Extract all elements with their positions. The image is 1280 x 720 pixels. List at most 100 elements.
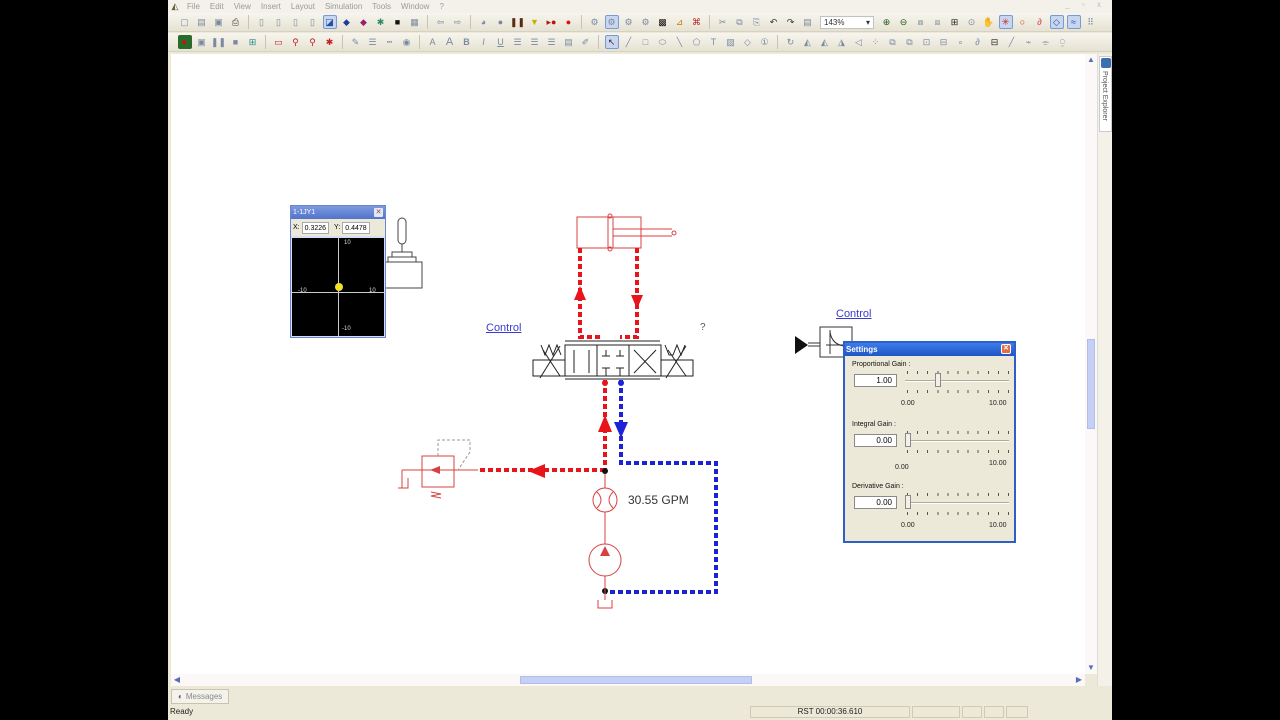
sphere-icon[interactable]: ● <box>497 17 504 27</box>
joystick-window[interactable]: 1-1JY1 ✕ X: 0.3226 Y: 0.4478 10 -10 -10 … <box>290 205 386 338</box>
wire4-icon[interactable]: ⍜ <box>1059 36 1066 47</box>
vertical-scrollbar[interactable]: ▲ ▼ <box>1085 54 1097 674</box>
copy-icon[interactable]: ⧉ <box>736 16 743 27</box>
record-arrow-icon[interactable]: ▸● <box>546 16 557 27</box>
menu-layout[interactable]: Layout <box>290 2 315 11</box>
dash-icon[interactable]: ┅ <box>386 36 393 47</box>
image-icon[interactable]: ▨ <box>726 36 735 47</box>
save-icon[interactable]: ▣ <box>214 16 223 27</box>
component-b-icon[interactable]: ◆ <box>360 16 367 27</box>
textbox-icon[interactable]: ▤ <box>564 36 573 47</box>
distribute-icon[interactable]: ⁘ <box>871 36 880 47</box>
y-value-field[interactable]: 0.4478 <box>342 221 370 234</box>
horizontal-scrollbar[interactable]: ◀ ▶ <box>171 674 1085 686</box>
wire2-icon[interactable]: ⌁ <box>1025 36 1032 47</box>
probe-icon[interactable]: ⚲ <box>292 36 299 47</box>
group4-icon[interactable]: ⚙ <box>641 16 650 27</box>
bold-icon[interactable]: B <box>463 37 470 47</box>
tree-icon[interactable]: ⊞ <box>248 36 257 47</box>
zoom-out-icon[interactable]: ⊖ <box>899 16 908 27</box>
menu-insert[interactable]: Insert <box>260 2 281 11</box>
open-icon[interactable]: ▤ <box>197 16 206 27</box>
sensor-icon[interactable]: ✱ <box>376 16 385 27</box>
window-controls[interactable]: _ ▫ x <box>1065 0 1106 9</box>
underline-icon[interactable]: U <box>497 37 504 47</box>
info-icon[interactable]: ① <box>760 36 769 47</box>
wire-icon[interactable]: ╱ <box>1008 36 1015 47</box>
proportional-gain-input[interactable]: 1.00 <box>854 374 897 387</box>
menu-window[interactable]: Window <box>400 2 430 11</box>
zoom-page-icon[interactable]: ⧈ <box>934 16 941 27</box>
wire3-icon[interactable]: ⌯ <box>1041 36 1050 47</box>
undo-icon[interactable]: ↶ <box>769 16 778 27</box>
disconnect-icon[interactable]: ∂ <box>975 37 980 47</box>
scroll-right-icon[interactable]: ▶ <box>1075 675 1083 684</box>
menu-help[interactable]: ? <box>439 2 444 11</box>
proportional-gain-slider[interactable] <box>905 380 1009 382</box>
close-icon[interactable]: ✕ <box>374 208 383 217</box>
paste-icon[interactable]: ⎘ <box>752 16 761 27</box>
properties-icon[interactable]: ▤ <box>803 16 812 27</box>
zoom-box-icon[interactable]: ⧇ <box>917 16 924 27</box>
run-icon[interactable]: ● <box>177 35 192 49</box>
dots-icon[interactable]: ⠿ <box>1087 16 1094 27</box>
horizontal-scroll-thumb[interactable] <box>520 676 752 684</box>
preview-icon[interactable]: ◪ <box>322 15 337 29</box>
align-right-icon[interactable]: ☰ <box>547 36 556 47</box>
align-left-icon[interactable]: ☰ <box>513 36 522 47</box>
fork-icon[interactable]: ⌘ <box>692 16 701 27</box>
component-a-icon[interactable]: ◆ <box>343 16 350 27</box>
step-icon[interactable]: ▣ <box>197 36 206 47</box>
scope-icon[interactable]: ▩ <box>658 16 667 27</box>
font-large-icon[interactable]: A <box>445 36 454 48</box>
align-center-icon[interactable]: ☰ <box>530 36 539 47</box>
plot-icon[interactable]: ⊿ <box>675 16 684 27</box>
italic-icon[interactable]: I <box>482 37 485 47</box>
front-icon[interactable]: ⧉ <box>889 36 896 47</box>
group2-icon[interactable]: ⚙ <box>604 15 619 29</box>
check-icon[interactable]: ◕ <box>480 17 487 27</box>
close-icon[interactable]: ✕ <box>1001 344 1011 354</box>
menu-edit[interactable]: Edit <box>209 2 224 11</box>
font-small-icon[interactable]: A <box>429 37 436 47</box>
control-link-left[interactable]: Control <box>486 322 522 334</box>
derivative-gain-thumb[interactable] <box>905 495 911 509</box>
settings-window[interactable]: Settings ✕ Proportional Gain : 1.00 0.00… <box>843 341 1016 543</box>
x-value-field[interactable]: 0.3226 <box>301 221 330 234</box>
scroll-left-icon[interactable]: ◀ <box>173 675 181 684</box>
insert-icon[interactable]: ⊟ <box>990 36 999 47</box>
help-marker[interactable]: ? <box>700 322 706 333</box>
cut-icon[interactable]: ✂ <box>718 16 727 27</box>
text-icon[interactable]: T <box>710 37 717 47</box>
menu-file[interactable]: File <box>187 2 200 11</box>
waveform-icon[interactable]: ≈ <box>1066 15 1081 29</box>
back-icon[interactable]: ⇦ <box>436 16 445 27</box>
flip1-icon[interactable]: ◭ <box>804 36 811 47</box>
forward-icon[interactable]: ⇨ <box>453 16 462 27</box>
group3-icon[interactable]: ⚙ <box>624 16 633 27</box>
snap-icon[interactable]: ✳ <box>998 15 1013 29</box>
pan-icon[interactable]: ✋ <box>982 16 995 27</box>
print-icon[interactable]: ⎙ <box>231 16 240 27</box>
vertical-scroll-thumb[interactable] <box>1087 339 1095 429</box>
group-icon[interactable]: ⊡ <box>922 36 931 47</box>
flip3-icon[interactable]: ◮ <box>838 36 845 47</box>
messages-tab[interactable]: ◐ Messages <box>171 689 230 704</box>
scroll-up-icon[interactable]: ▲ <box>1087 55 1095 64</box>
project-explorer-tab[interactable]: Project Explorer <box>1099 56 1112 132</box>
joystick-title-bar[interactable]: 1-1JY1 ✕ <box>291 206 385 219</box>
pointer-icon[interactable]: ↖ <box>604 35 619 49</box>
line-icon[interactable]: ╱ <box>625 36 632 47</box>
derivative-gain-slider[interactable] <box>905 502 1009 504</box>
menu-tools[interactable]: Tools <box>372 2 391 11</box>
link-icon[interactable]: ∂ <box>1037 17 1042 27</box>
triangle-icon[interactable]: ▼ <box>530 17 539 27</box>
flip4-icon[interactable]: ◁ <box>855 36 862 47</box>
pen-icon[interactable]: ✎ <box>351 36 360 47</box>
page3-icon[interactable]: ▯ <box>293 16 298 27</box>
control-link-right[interactable]: Control <box>836 308 872 320</box>
proportional-gain-thumb[interactable] <box>935 373 941 387</box>
menu-view[interactable]: View <box>233 2 251 11</box>
rect-icon[interactable]: □ <box>642 37 649 47</box>
record-icon[interactable]: ● <box>565 17 572 27</box>
